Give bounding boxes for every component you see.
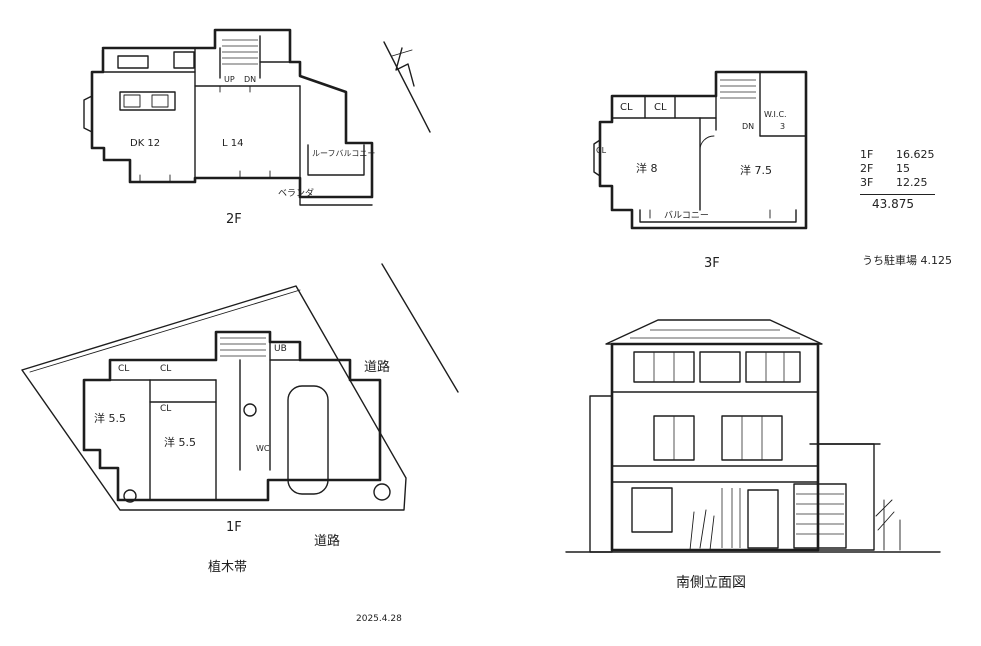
floor1-room-cl1: CL xyxy=(118,364,130,374)
north-arrow xyxy=(383,41,431,133)
floor3-room-cl2: CL xyxy=(654,102,667,113)
area-row: 1F 16.625 xyxy=(860,148,935,162)
area-row: 2F 15 xyxy=(860,162,935,176)
elevation-caption: 南側立面図 xyxy=(676,575,746,591)
planting-strip-label: 植木帯 xyxy=(208,560,248,575)
area-value: 15 xyxy=(896,162,910,175)
floor3-room-western2: 洋 7.5 xyxy=(740,164,772,177)
area-table: 1F 16.625 2F 15 3F 12.25 43.875 xyxy=(860,148,935,211)
floor3-room-wic: W.I.C. xyxy=(764,110,787,119)
floor3-plan xyxy=(593,70,808,230)
floor2-stair-up: UP xyxy=(224,75,235,84)
area-value: 12.25 xyxy=(896,176,928,189)
floor1-room-western1: 洋 5.5 xyxy=(94,412,126,425)
parking-note: うち駐車場 4.125 xyxy=(862,254,952,267)
floor1-room-western2: 洋 5.5 xyxy=(164,436,196,449)
floor1-room-cl2: CL xyxy=(160,364,172,374)
drawing-date: 2025.4.28 xyxy=(356,614,402,624)
floor3-room-wic-size: 3 xyxy=(780,122,786,131)
floor3-room-western1: 洋 8 xyxy=(636,162,658,175)
area-floor: 2F xyxy=(860,162,874,175)
floor3-caption: 3F xyxy=(704,256,720,271)
road-label-right: 道路 xyxy=(364,360,391,375)
area-value: 16.625 xyxy=(896,148,935,161)
floor2-plan xyxy=(83,28,374,206)
floor2-roof-balcony: ルーフバルコニー xyxy=(312,149,376,158)
floor3-room-cl1: CL xyxy=(620,102,633,113)
floor1-caption: 1F xyxy=(226,520,242,535)
south-elevation xyxy=(565,319,941,553)
floor1-room-cl3: CL xyxy=(160,404,172,414)
floor3-stair-dn: DN xyxy=(742,122,755,131)
road-label-bottom: 道路 xyxy=(314,534,341,549)
area-floor: 3F xyxy=(860,176,874,189)
area-floor: 1F xyxy=(860,148,874,161)
floor1-wc: WC xyxy=(256,444,270,453)
floor2-stair-dn: DN xyxy=(244,75,257,84)
floor2-caption: 2F xyxy=(226,212,242,227)
area-total: 43.875 xyxy=(860,194,935,211)
area-row: 3F 12.25 xyxy=(860,176,935,190)
floor2-room-dk: DK 12 xyxy=(130,138,161,149)
floor2-room-l: L 14 xyxy=(222,138,244,149)
floor2-veranda: ベランダ xyxy=(278,189,315,199)
floor3-closet-side: CL xyxy=(596,146,607,155)
floor3-balcony: バルコニー xyxy=(664,211,709,221)
floor1-room-ub: UB xyxy=(274,344,287,354)
floor1-plan xyxy=(21,263,459,511)
